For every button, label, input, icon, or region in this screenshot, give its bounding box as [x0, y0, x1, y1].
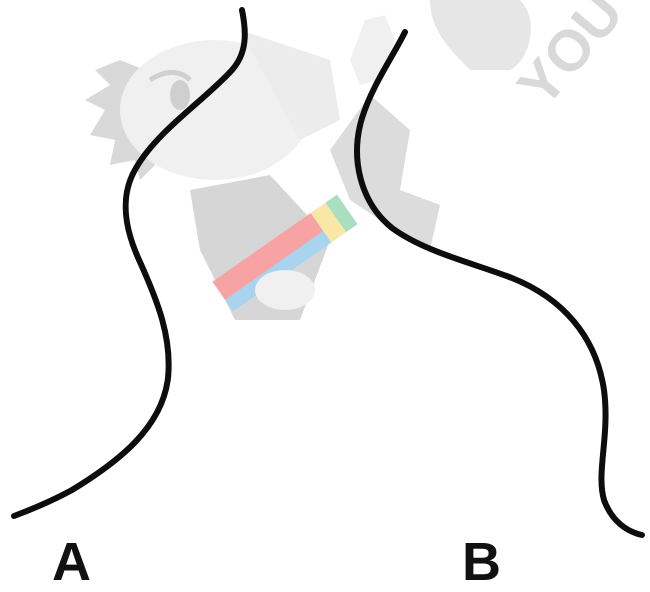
curve-a	[11, 7, 248, 519]
label-b: B	[462, 532, 501, 592]
mascot-eye	[170, 80, 190, 110]
watermark-logo-shape	[430, 0, 531, 70]
mascot-top	[240, 30, 340, 140]
mascot-face-line	[148, 70, 192, 83]
mascot-raised-hand	[350, 15, 395, 85]
pencil-segment-green	[325, 194, 358, 233]
label-a: A	[52, 532, 91, 592]
curve-b	[354, 29, 645, 538]
pencil-segment-red	[212, 212, 324, 300]
mascot-hand	[255, 270, 315, 310]
pencil-segment-yellow	[310, 202, 347, 243]
